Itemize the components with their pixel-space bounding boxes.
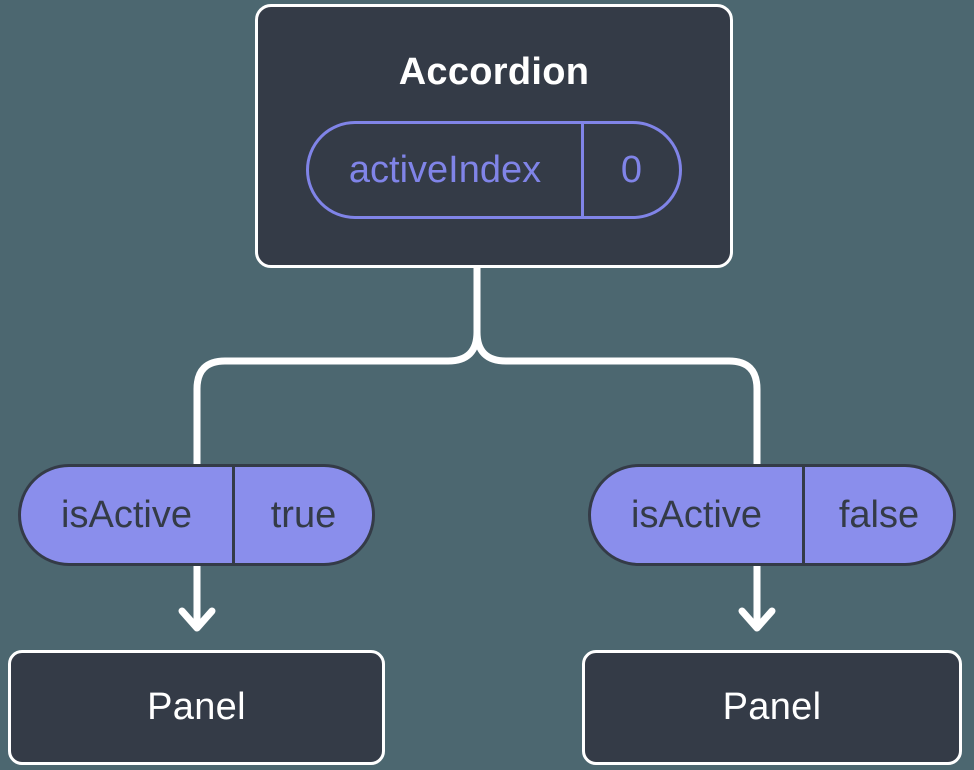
prop-value-left: true — [270, 493, 337, 536]
panel-node-left: Panel — [8, 650, 385, 765]
arrow-head-left-icon — [178, 607, 216, 632]
panel-node-right: Panel — [582, 650, 962, 765]
prop-pill-right: isActive false — [588, 464, 956, 566]
accordion-title: Accordion — [398, 51, 590, 93]
prop-value-right: false — [838, 493, 920, 536]
connector-left-branch — [193, 262, 481, 626]
state-pill: activeIndex 0 — [306, 121, 682, 219]
arrow-head-right-icon — [738, 607, 776, 632]
prop-name-left: isActive — [21, 467, 235, 563]
state-name: activeIndex — [309, 124, 584, 216]
accordion-node: Accordion activeIndex 0 — [255, 4, 733, 268]
prop-name-right: isActive — [591, 467, 805, 563]
panel-title-left: Panel — [147, 686, 246, 728]
state-value: 0 — [620, 148, 643, 191]
connector-right-branch — [473, 262, 761, 626]
panel-title-right: Panel — [722, 686, 822, 728]
prop-pill-left: isActive true — [18, 464, 375, 566]
